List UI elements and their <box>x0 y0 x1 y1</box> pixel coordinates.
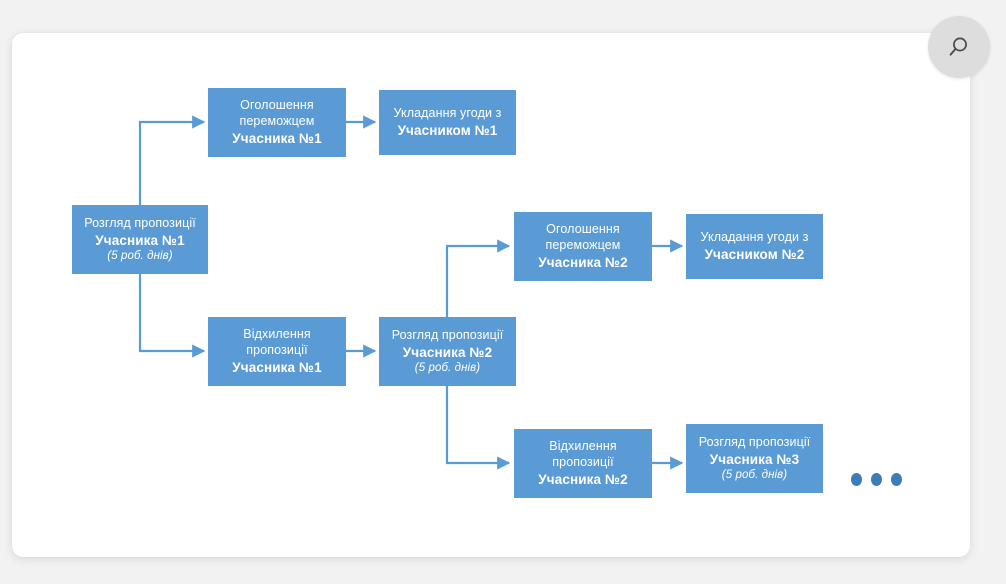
node-review-1[interactable]: Розгляд пропозиції Учасника №​1 (5 роб. … <box>72 205 208 274</box>
node-line: Учасником №​1 <box>397 122 498 138</box>
node-line: переможцем <box>239 114 315 128</box>
search-icon <box>949 37 967 56</box>
node-line: Відхилення <box>549 439 617 454</box>
node-line: Оголошення <box>240 98 314 113</box>
node-line: Оголошення <box>546 222 620 237</box>
node-line: Учасника №​1 <box>232 359 322 375</box>
node-line: переможцем <box>545 238 621 252</box>
node-reject-1[interactable]: Відхилення пропозиції Учасника №​1 <box>208 317 346 386</box>
ellipsis-dot <box>851 473 862 486</box>
node-line: Відхилення <box>243 327 311 342</box>
node-review-2[interactable]: Розгляд пропозиції Учасника №​2 (5 роб. … <box>379 317 516 386</box>
ellipsis-dot <box>871 473 882 486</box>
node-line: (5 роб. днів) <box>721 468 788 481</box>
node-line: Учасником №​2 <box>704 246 805 262</box>
node-line: Учасника №​1 <box>232 130 322 146</box>
node-line: Учасника №​3 <box>709 451 800 467</box>
node-line: Розгляд пропозиції <box>84 215 196 230</box>
node-line: Укладання угоди з <box>700 230 809 245</box>
node-review-3[interactable]: Розгляд пропозиції Учасника №​3 (5 роб. … <box>686 424 823 493</box>
node-contract-1[interactable]: Укладання угоди з Учасником №​1 <box>379 90 516 155</box>
node-line: Учасника №​1 <box>95 232 185 248</box>
node-line: (5 роб. днів) <box>107 249 173 262</box>
node-line: пропозиції <box>246 343 308 357</box>
zoom-button[interactable] <box>928 16 990 78</box>
node-announce-1[interactable]: Оголошення переможцем Учасника №​1 <box>208 88 346 157</box>
node-contract-2[interactable]: Укладання угоди з Учасником №​2 <box>686 214 823 279</box>
node-line: Укладання угоди з <box>393 106 502 121</box>
node-line: пропозиції <box>552 455 614 469</box>
node-announce-2[interactable]: Оголошення переможцем Учасника №​2 <box>514 212 652 281</box>
node-line: (5 роб. днів) <box>414 361 481 374</box>
ellipsis-dot <box>891 473 902 486</box>
node-line: Розгляд пропозиції <box>698 434 811 449</box>
continuation-ellipsis <box>851 473 902 486</box>
node-reject-2[interactable]: Відхилення пропозиції Учасника №​2 <box>514 429 652 498</box>
node-line: Учасника №​2 <box>538 254 628 270</box>
node-line: Учасника №​2 <box>538 471 628 487</box>
node-line: Розгляд пропозиції <box>391 327 504 342</box>
node-line: Учасника №​2 <box>402 344 493 360</box>
